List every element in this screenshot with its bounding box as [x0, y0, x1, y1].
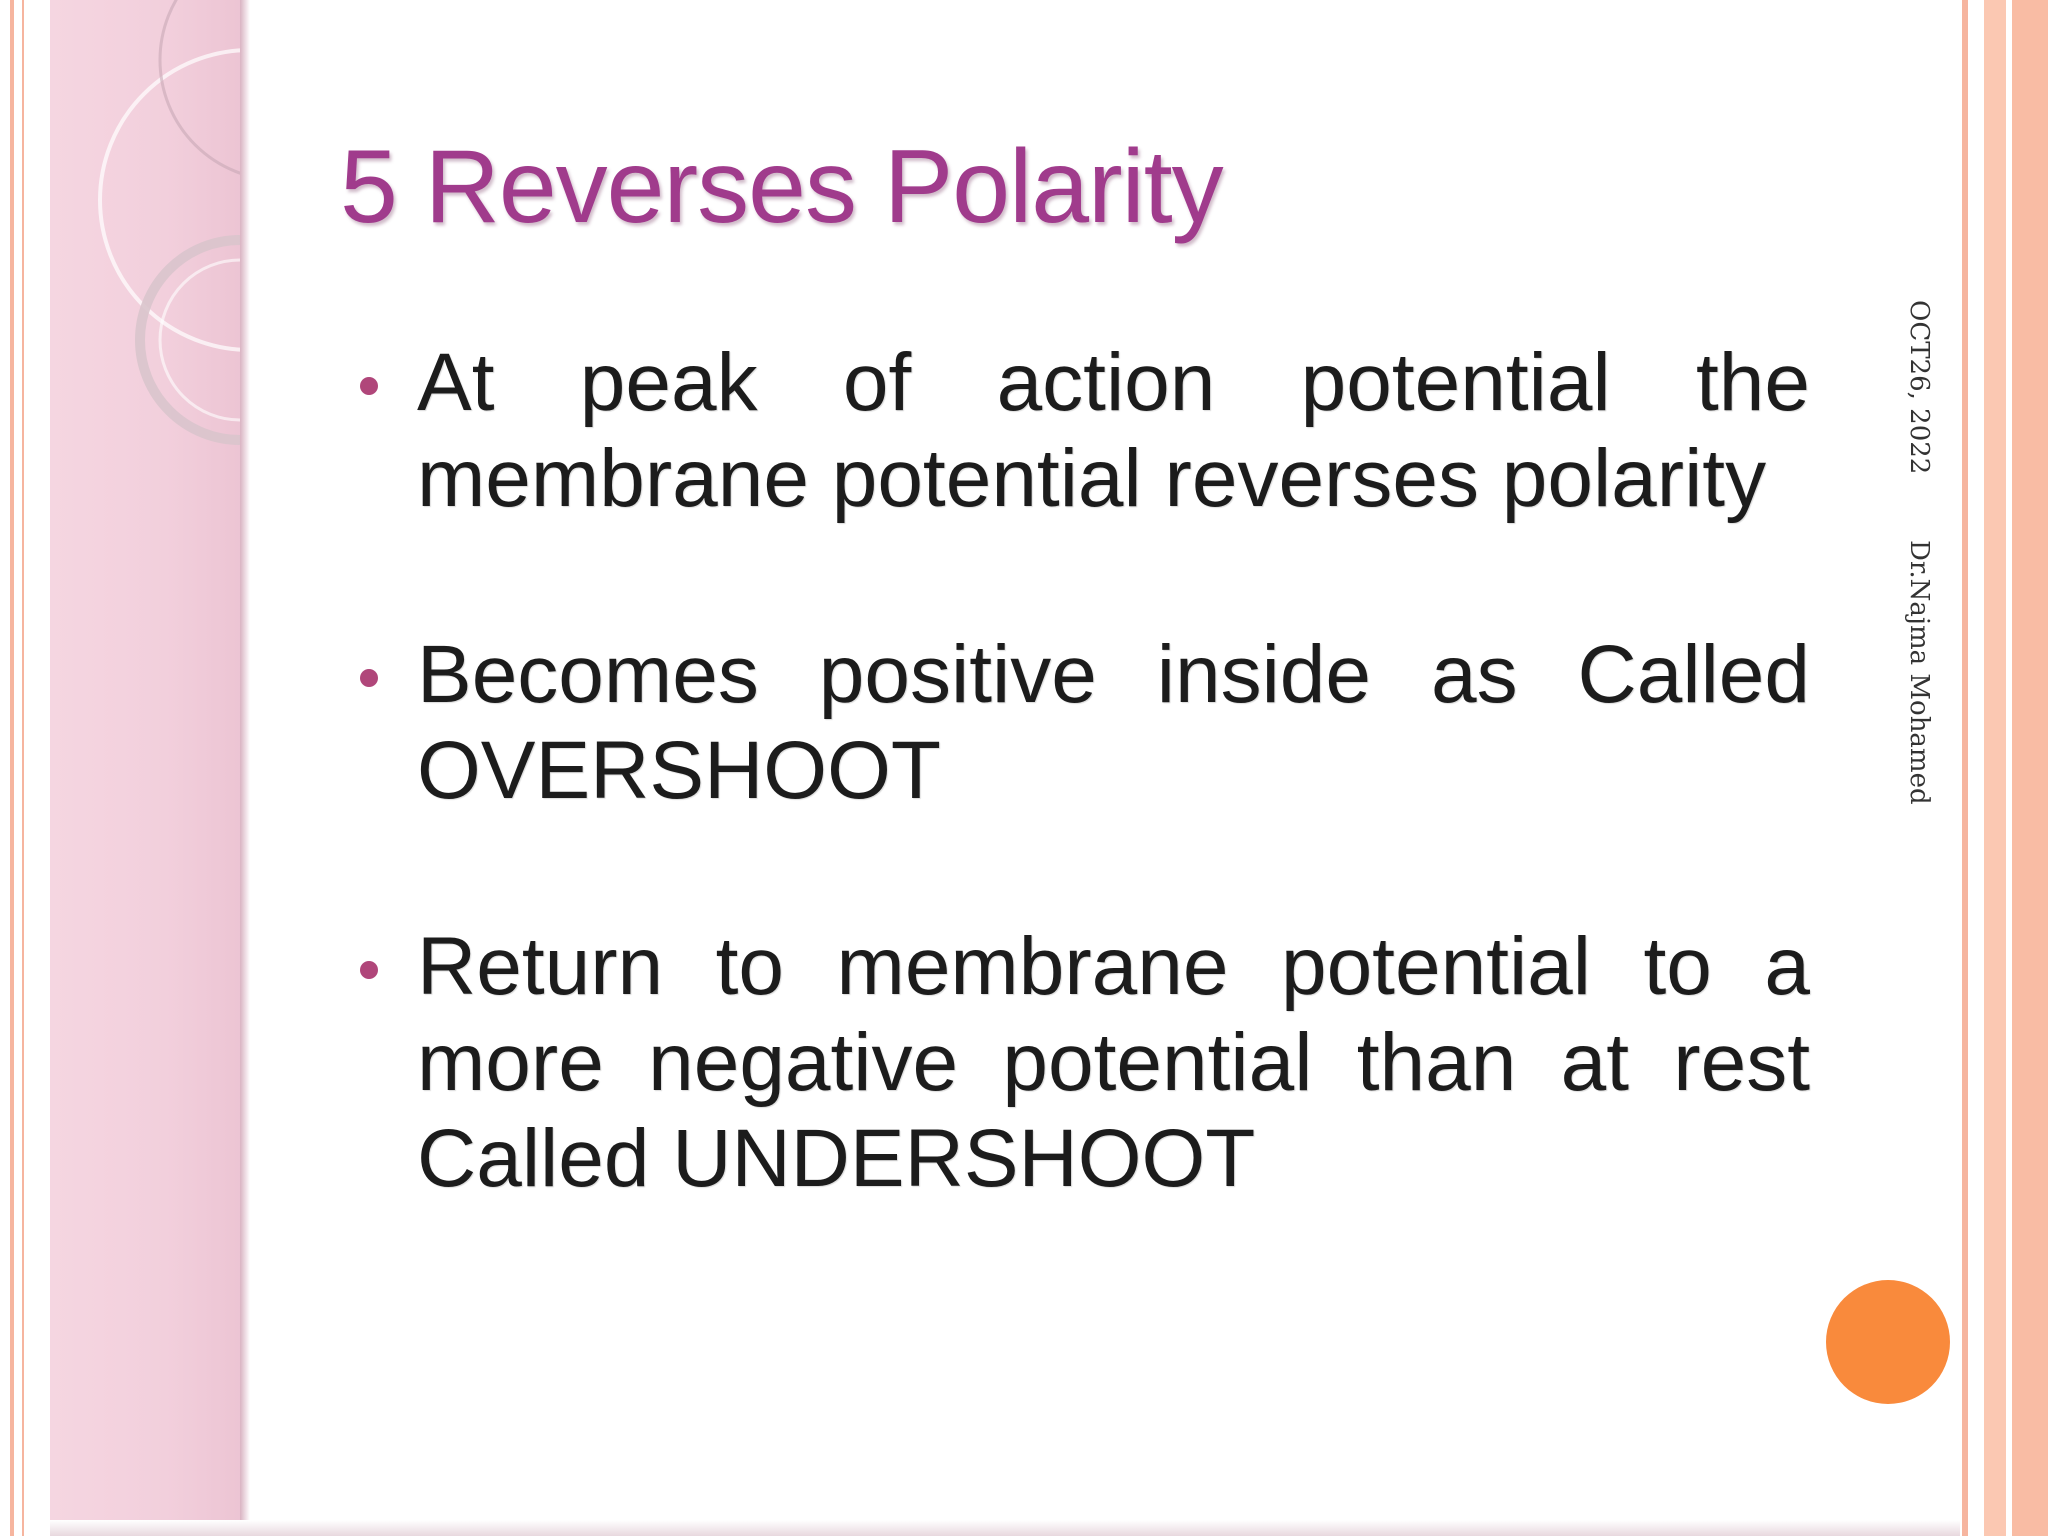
right-frame-band-outer: [2012, 0, 2048, 1536]
accent-circle: [1826, 1280, 1950, 1404]
bullet-dot-icon: [360, 377, 378, 395]
list-item: Becomes positive inside as Called OVERSH…: [360, 627, 1810, 819]
pink-band-edge: [240, 0, 250, 1536]
bottom-strip: [50, 1520, 1960, 1536]
date-label: OCT26, 2022: [1904, 300, 1934, 475]
right-frame-line: [1962, 0, 1968, 1536]
left-frame: [0, 0, 50, 1536]
right-frame-band: [1984, 0, 2006, 1536]
bullet-text: Becomes positive inside as Called OVERSH…: [417, 629, 1810, 816]
left-frame-line: [10, 0, 14, 1536]
slide-image: 5 Reverses Polarity At peak of action po…: [50, 0, 1960, 1536]
bullet-dot-icon: [360, 961, 378, 979]
slide-title: 5 Reverses Polarity: [340, 129, 1224, 245]
decorative-circles-icon: [98, 0, 244, 445]
bullet-text: At peak of action potential the membrane…: [417, 337, 1810, 524]
bullet-list: At peak of action potential the membrane…: [360, 335, 1810, 1307]
list-item: Return to membrane potential to a more n…: [360, 919, 1810, 1207]
pink-decorative-band: [50, 0, 244, 1536]
author-label: Dr.Najma Mohamed: [1904, 540, 1934, 805]
left-frame-line-thin: [22, 0, 24, 1536]
bullet-text: Return to membrane potential to a more n…: [417, 921, 1810, 1204]
list-item: At peak of action potential the membrane…: [360, 335, 1810, 527]
bullet-dot-icon: [360, 669, 378, 687]
